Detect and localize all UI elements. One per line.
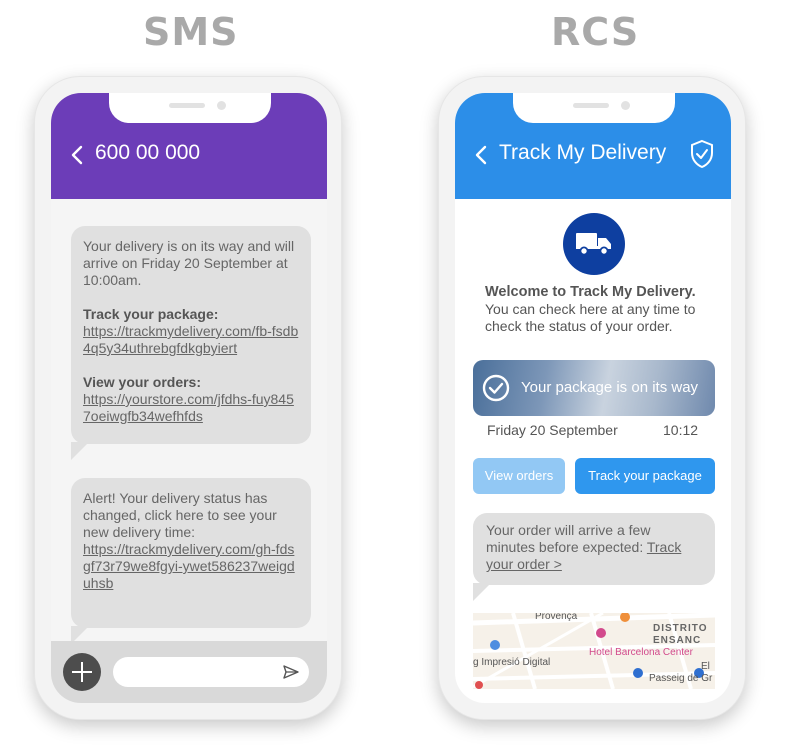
map-label-provenca: Provença <box>535 613 578 622</box>
map-label-hotel: Hotel Barcelona Center <box>589 647 693 658</box>
sms-track-label: Track your package: <box>83 306 219 322</box>
rcs-welcome-title: Welcome to Track My Delivery. <box>485 284 696 300</box>
phone-notch <box>513 93 675 123</box>
shield-check-icon <box>689 139 715 174</box>
sms-heading: SMS <box>143 10 239 54</box>
view-orders-button[interactable]: View orders <box>473 458 565 494</box>
truck-icon <box>563 213 625 275</box>
rcs-message-text: Your order will arrive a few minutes bef… <box>486 522 651 555</box>
sms-phone: 600 00 000 Your delivery is on its way a… <box>34 76 342 720</box>
sms-message-bubble: Alert! Your delivery status has changed,… <box>71 478 311 644</box>
rcs-agent-name: Track My Delivery <box>499 141 667 164</box>
sms-message-bubble: Your delivery is on its way and will arr… <box>71 226 311 460</box>
rcs-message-bubble: Your order will arrive a few minutes bef… <box>473 513 715 601</box>
rcs-status-text: Your package is on its way <box>521 379 699 396</box>
map-label-ensanche: ENSANC <box>653 635 702 646</box>
rcs-status-card[interactable]: Your package is on its way <box>473 360 715 416</box>
rcs-map[interactable]: Provença DISTRITO ENSANC g Impresió Digi… <box>473 613 715 689</box>
sms-compose-bar <box>51 641 327 703</box>
rcs-screen: Track My Delivery Welcome to Track My De… <box>455 93 731 703</box>
rcs-phone: Track My Delivery Welcome to Track My De… <box>438 76 746 720</box>
rcs-status-time: 10:12 <box>663 422 699 438</box>
rcs-welcome-text: Welcome to Track My Delivery. You can ch… <box>485 284 721 335</box>
rcs-status-date: Friday 20 September <box>487 422 618 438</box>
chevron-left-icon[interactable] <box>475 145 487 170</box>
map-label-el: El <box>701 661 710 672</box>
phone-notch <box>109 93 271 123</box>
send-icon[interactable] <box>283 665 299 684</box>
sms-orders-label: View your orders: <box>83 374 202 390</box>
sms-orders-link[interactable]: https://yourstore.com/jfdhs-fuy8457oeiwg… <box>83 391 294 424</box>
sms-alert-text: Alert! Your delivery status has changed,… <box>83 490 277 540</box>
map-label-distrito: DISTRITO <box>653 623 708 634</box>
sms-message-input[interactable] <box>113 657 309 687</box>
track-order-link[interactable]: Track your order > <box>486 539 682 572</box>
plus-icon[interactable] <box>63 653 101 691</box>
rcs-welcome-body: You can check here at any time to check … <box>485 301 696 334</box>
rcs-heading: RCS <box>551 10 640 54</box>
sms-screen: 600 00 000 Your delivery is on its way a… <box>51 93 327 703</box>
track-package-button[interactable]: Track your package <box>575 458 715 494</box>
sms-alert-link[interactable]: https://trackmydelivery.com/gh-fdsgf73r7… <box>83 541 295 591</box>
chevron-left-icon[interactable] <box>71 145 83 170</box>
sms-track-link[interactable]: https://trackmydelivery.com/fb-fsdb4q5y3… <box>83 323 299 356</box>
map-label-passeig: Passeig de Gr <box>649 673 713 684</box>
map-label-impresio: g Impresió Digital <box>473 657 551 668</box>
sms-contact-number: 600 00 000 <box>95 141 201 164</box>
sms-message-intro: Your delivery is on its way and will arr… <box>83 238 295 288</box>
check-circle-icon <box>481 373 511 408</box>
